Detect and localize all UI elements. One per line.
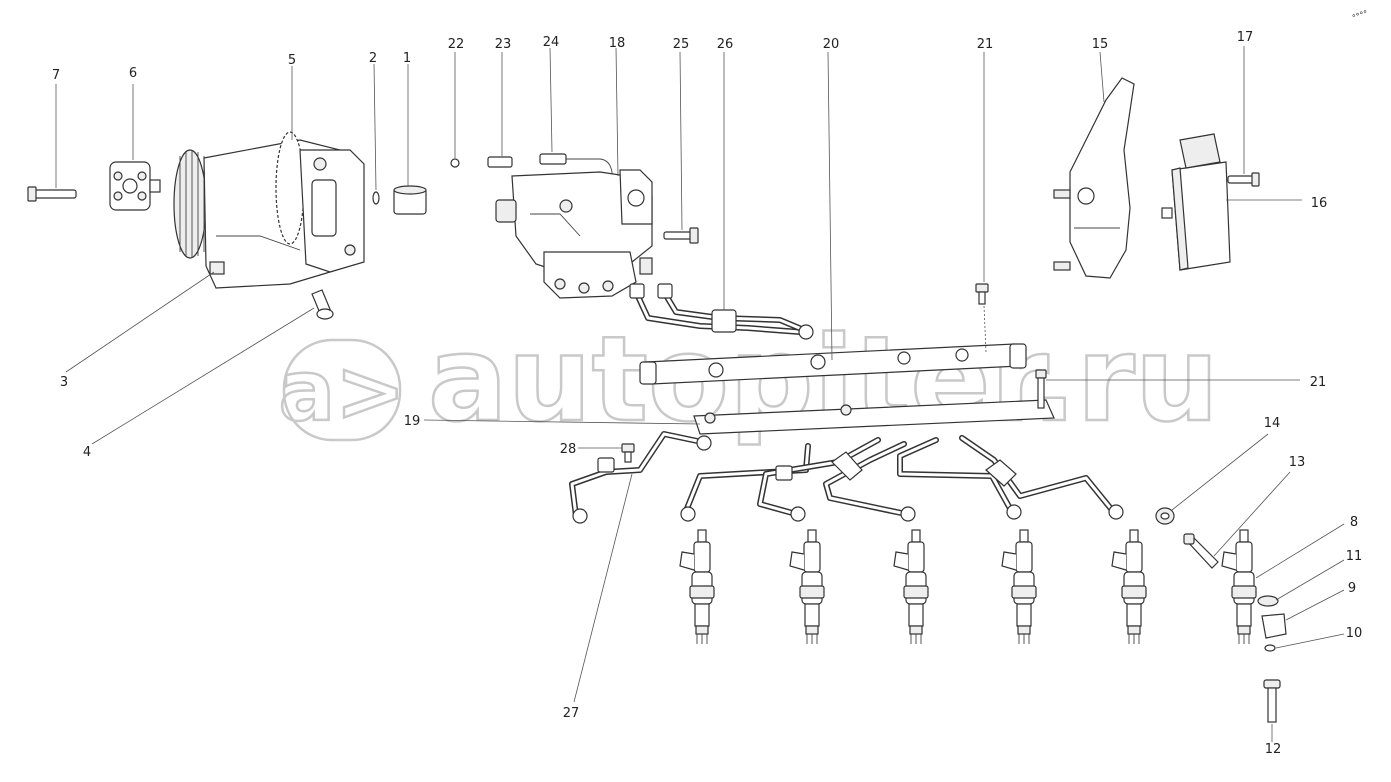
injector-8 (1221, 529, 1257, 645)
injector-4 (1001, 529, 1037, 645)
injector-5 (1111, 529, 1147, 645)
part-12-bolt (1263, 679, 1281, 723)
part-22-oring (450, 158, 460, 168)
part-13-stud (1183, 533, 1219, 569)
callout-18: 18 (609, 36, 626, 51)
callout-11: 11 (1346, 549, 1363, 564)
callout-5: 5 (288, 53, 296, 68)
watermark-badge (282, 338, 402, 442)
part-3-housing-foot (209, 261, 225, 275)
callout-21-right: 21 (1310, 375, 1327, 390)
callout-20: 20 (823, 37, 840, 52)
part-16-ecu (1161, 133, 1231, 271)
part-19-rail-bracket (693, 399, 1055, 435)
part-27-injector-pipes (569, 431, 1124, 524)
part-20-common-rail (639, 343, 1027, 385)
part-24-fitting (539, 153, 613, 186)
callout-7: 7 (52, 68, 60, 83)
callout-9: 9 (1348, 581, 1356, 596)
callout-17: 17 (1237, 30, 1254, 45)
callout-24: 24 (543, 35, 560, 50)
callout-27: 27 (563, 706, 580, 721)
callout-15: 15 (1092, 37, 1109, 52)
part-7-bolt (27, 186, 77, 202)
part-17-bolt (1227, 172, 1260, 187)
callout-28: 28 (560, 442, 577, 457)
part-28-bolt (621, 443, 635, 463)
part-5-pump-assembly (173, 131, 365, 289)
part-21-bolt-upper (975, 283, 989, 305)
callout-12: 12 (1265, 742, 1282, 757)
callout-13: 13 (1289, 455, 1306, 470)
callout-8: 8 (1350, 515, 1358, 530)
part-25-bolt (663, 227, 699, 244)
part-14-nut (1155, 507, 1175, 525)
callout-25: 25 (673, 37, 690, 52)
callout-23: 23 (495, 37, 512, 52)
part-23-fitting (487, 156, 513, 168)
callout-14: 14 (1264, 416, 1281, 431)
part-18-hp-pump (495, 169, 653, 299)
part-2-ring (372, 191, 380, 205)
callout-labels: 1 2 3 4 5 6 7 8 9 10 11 12 13 14 15 16 1… (52, 30, 1362, 757)
corner-mark: °°°° (1351, 9, 1369, 23)
part-4-bolt (311, 289, 334, 320)
callout-22: 22 (448, 37, 465, 52)
callout-1: 1 (403, 51, 411, 66)
callout-16: 16 (1311, 196, 1328, 211)
part-11-seal (1257, 595, 1279, 607)
leader-lines (55, 46, 1345, 742)
part-21-bolt-lower (1035, 369, 1047, 409)
callout-19: 19 (404, 414, 421, 429)
callout-6: 6 (129, 66, 137, 81)
callout-26: 26 (717, 37, 734, 52)
part-9-clamp (1261, 613, 1287, 639)
callout-10: 10 (1346, 626, 1363, 641)
callout-4: 4 (83, 445, 91, 460)
injector-2 (789, 529, 825, 645)
part-1-sleeve (393, 185, 427, 215)
part-6-hub (109, 161, 161, 211)
injector-3 (893, 529, 929, 645)
part-15-bracket (1053, 77, 1135, 279)
part-26-pipes (629, 283, 814, 340)
injector-1 (679, 529, 715, 645)
callout-21-top: 21 (977, 37, 994, 52)
callout-3: 3 (60, 375, 68, 390)
callout-2: 2 (369, 51, 377, 66)
part-10-washer (1264, 644, 1276, 652)
watermark-symbol: a> (278, 342, 405, 440)
